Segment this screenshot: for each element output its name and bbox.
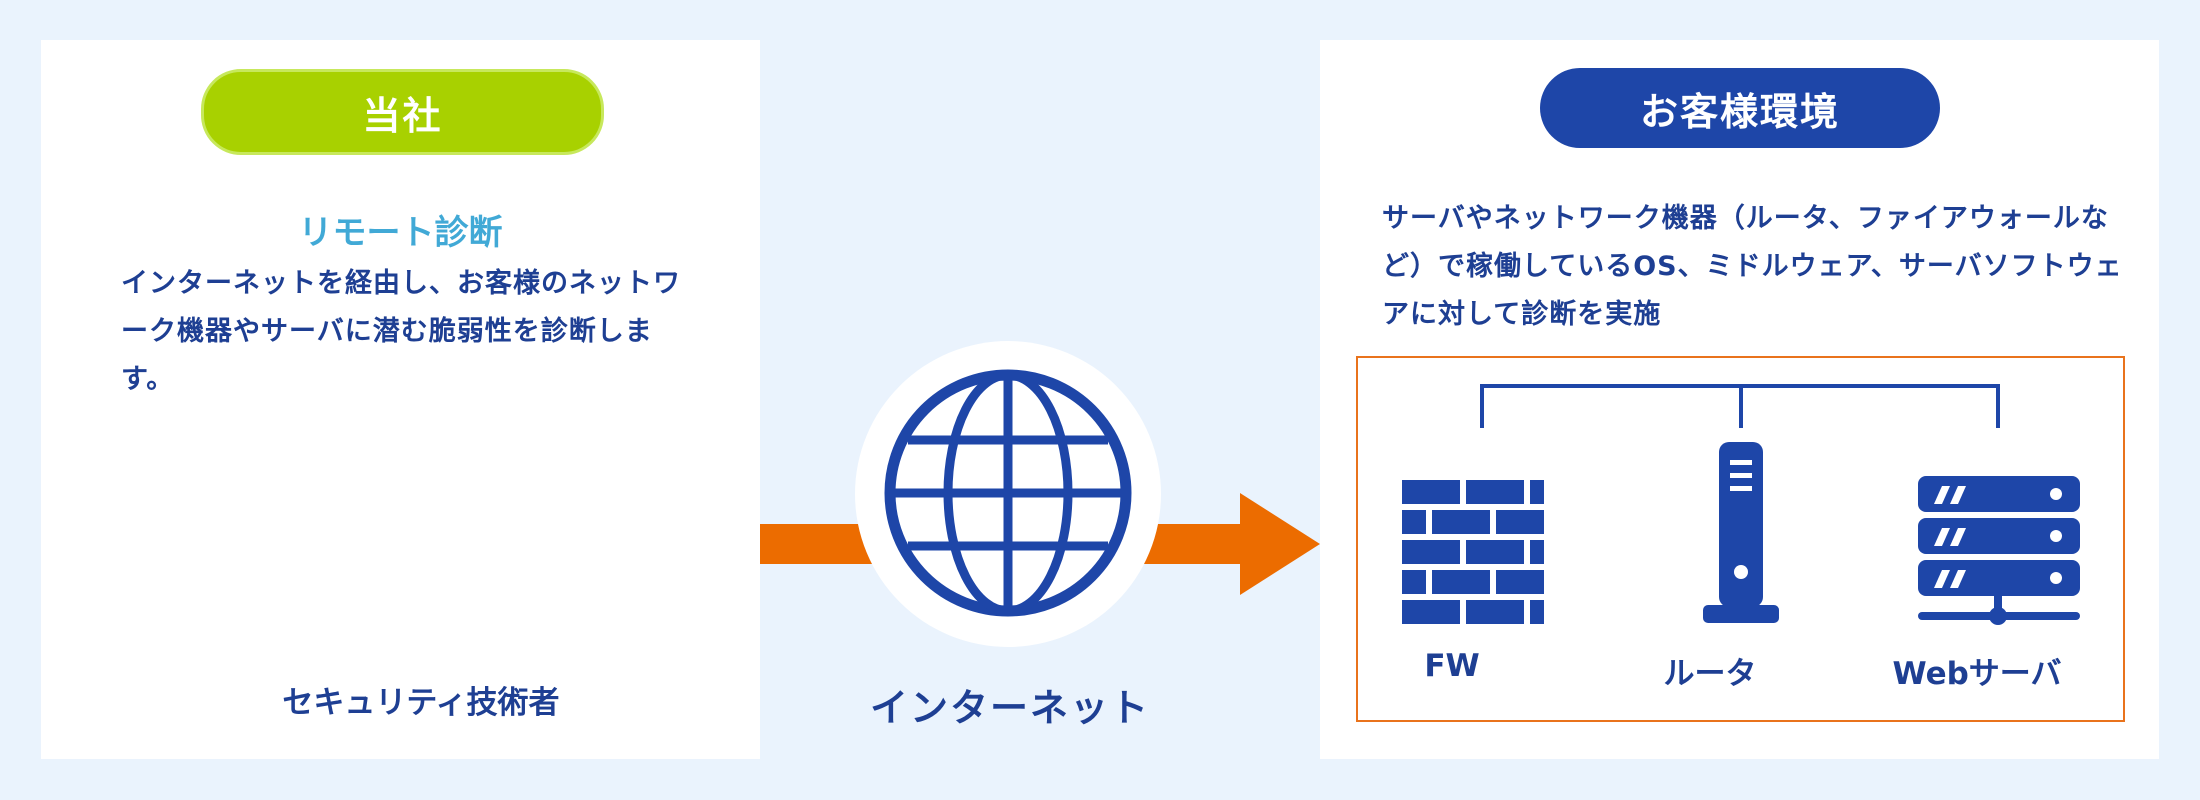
globe-icon [855,341,1161,647]
router-label: ルータ [1663,656,1757,692]
technician-caption: セキュリティ技術者 [282,685,560,721]
device-box: FW ルータ Webサーバ [1356,356,2125,722]
firewall-icon [1402,480,1544,624]
company-panel: 当社 リモート診断 インターネットを経由し、お客様のネットワーク機器やサーバに潜… [41,40,760,759]
web-server-label: Webサーバ [1892,656,2062,692]
remote-diagnosis-title: リモート診断 [298,213,503,253]
remote-diagnosis-description: インターネットを経由し、お客様のネットワーク機器やサーバに潜む脆弱性を診断します… [121,268,681,395]
connector-lines [1480,384,2000,428]
company-badge: 当社 [201,69,604,155]
customer-description: サーバやネットワーク機器（ルータ、ファイアウォールなど）で稼働しているOS、ミド… [1382,203,2123,330]
router-icon [1703,442,1779,623]
customer-badge: お客様環境 [1540,68,1940,148]
server-icon [1918,476,2080,625]
internet-label: インターネット [869,686,1150,730]
customer-panel: お客様環境 サーバやネットワーク機器（ルータ、ファイアウォールなど）で稼働してい… [1320,40,2159,759]
fw-label: FW [1424,648,1480,684]
device-graphics [1402,384,2080,625]
